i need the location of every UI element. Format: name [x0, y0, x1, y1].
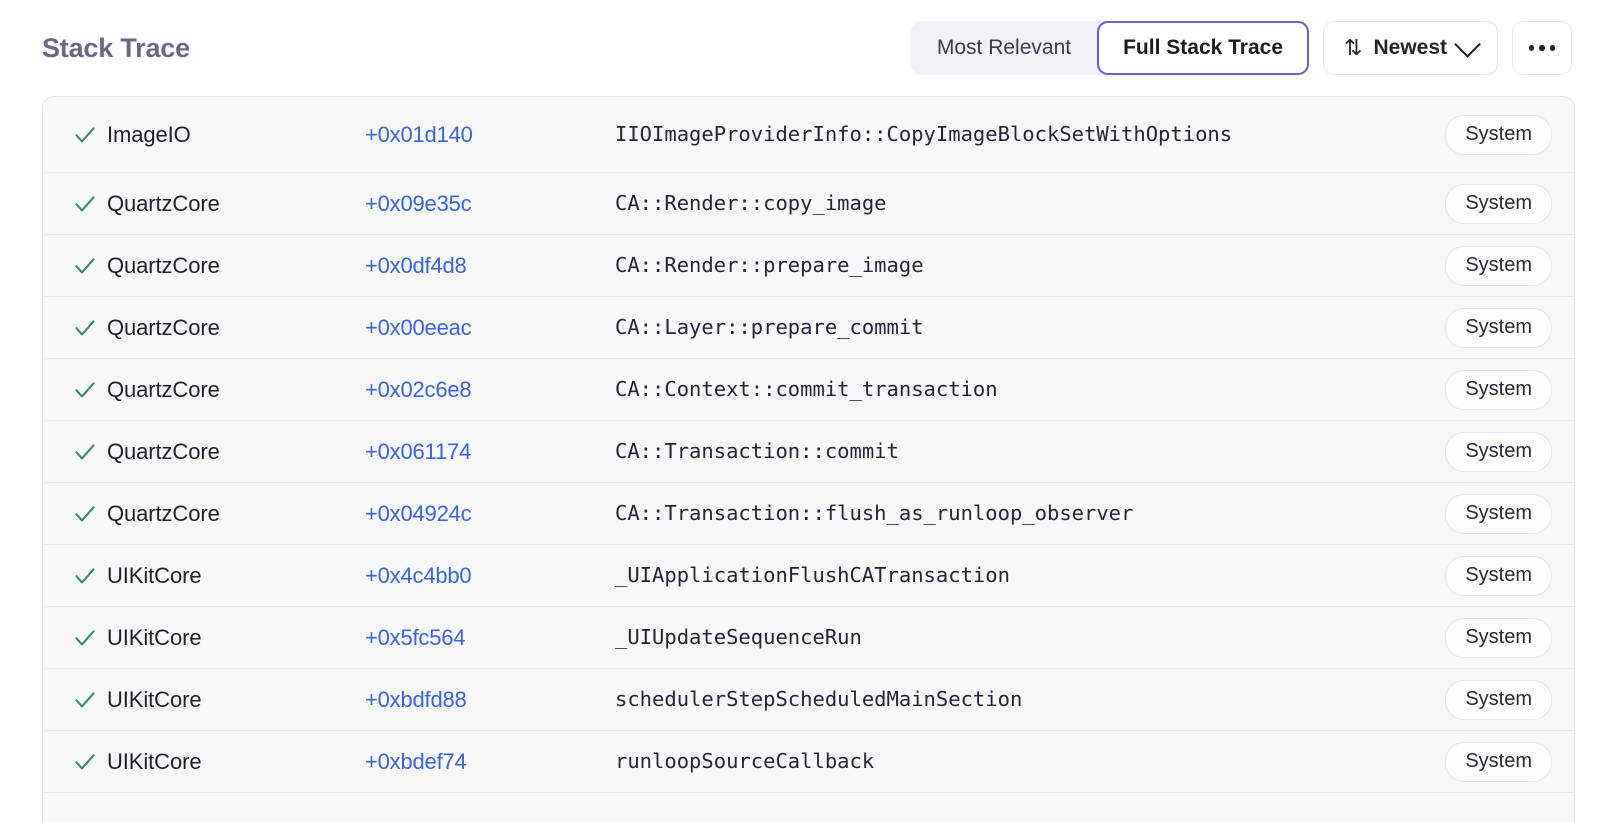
status-badge: System — [1445, 617, 1552, 658]
table-row[interactable]: QuartzCore +0x0df4d8 CA::Render::prepare_i… — [43, 235, 1574, 297]
page-title: Stack Trace — [42, 32, 190, 63]
frame-binary-name: UIKitCore — [107, 686, 202, 712]
frame-binary-name: UIKitCore — [107, 624, 202, 650]
frame-origin-cell: System — [1422, 741, 1552, 782]
frame-origin-cell: System — [1422, 679, 1552, 720]
frame-binary-name: QuartzCore — [107, 314, 220, 340]
frame-address-link[interactable]: +0x01d140 — [365, 121, 473, 147]
table-row[interactable]: UIKitCore +0xbdfd88 schedulerStepScheduled… — [43, 669, 1574, 731]
frame-address-link[interactable]: +0xbdef74 — [365, 748, 467, 774]
header-actions: Most Relevant Full Stack Trace ⇅ Newest — [910, 21, 1572, 75]
frame-binary-name: QuartzCore — [107, 500, 220, 526]
frame-origin-cell: System — [1422, 183, 1552, 224]
table-row[interactable]: UIKitCore +0x4c4bb0 _UIApplicationFlushCAT… — [43, 545, 1574, 607]
sort-button[interactable]: ⇅ Newest — [1323, 21, 1498, 75]
frame-binary-name: UIKitCore — [107, 748, 202, 774]
stack-trace-header: Stack Trace Most Relevant Full Stack Tra… — [0, 0, 1614, 96]
table-row[interactable]: QuartzCore +0x00eeac CA::Layer::prepare_co… — [43, 297, 1574, 359]
frame-address-link[interactable]: +0x0df4d8 — [365, 252, 467, 278]
more-options-button[interactable] — [1512, 21, 1572, 75]
frame-origin-cell: System — [1422, 307, 1552, 348]
frame-symbol-name: schedulerStepScheduledMainSection — [615, 686, 1023, 711]
status-badge: System — [1445, 431, 1552, 472]
frame-symbol-name: runloopSourceCallback — [615, 748, 875, 773]
check-icon — [73, 688, 107, 712]
table-row[interactable]: QuartzCore +0x061174 CA::Transaction::comm… — [43, 421, 1574, 483]
frame-symbol-name: _UIUpdateSequenceRun — [615, 624, 862, 649]
status-badge: System — [1445, 245, 1552, 286]
table-row[interactable]: UIKitCore +0xbdef74 runloopSourceCallback S… — [43, 731, 1574, 793]
status-badge: System — [1445, 183, 1552, 224]
check-icon — [73, 316, 107, 340]
frame-address-link[interactable]: +0x5fc564 — [365, 624, 466, 650]
frame-binary-name: ImageIO — [107, 121, 191, 147]
frame-symbol-name: CA::Transaction::commit — [615, 438, 899, 463]
check-icon — [73, 254, 107, 278]
status-badge: System — [1445, 741, 1552, 782]
check-icon — [73, 750, 107, 774]
frame-address-link[interactable]: +0x09e35c — [365, 190, 472, 216]
sort-arrows-icon: ⇅ — [1344, 35, 1363, 60]
frame-address-link[interactable]: +0x061174 — [365, 438, 472, 464]
frame-symbol-name: CA::Layer::prepare_commit — [615, 314, 924, 339]
frame-binary-name: UIKitCore — [107, 562, 202, 588]
status-badge: System — [1445, 114, 1552, 155]
frame-binary-name: QuartzCore — [107, 190, 220, 216]
table-row[interactable]: ImageIO +0x01d140 IIOImageProviderInfo::Co… — [43, 97, 1574, 173]
table-row[interactable]: QuartzCore +0x02c6e8 CA::Context::commit_t… — [43, 359, 1574, 421]
status-badge: System — [1445, 679, 1552, 720]
frame-symbol-name: CA::Render::copy_image — [615, 190, 887, 215]
tab-full-stack-trace[interactable]: Full Stack Trace — [1097, 21, 1310, 75]
frame-origin-cell: System — [1422, 369, 1552, 410]
frame-binary-name: QuartzCore — [107, 438, 220, 464]
table-row[interactable]: QuartzCore +0x09e35c CA::Render::copy_imag… — [43, 173, 1574, 235]
frame-origin-cell: System — [1422, 114, 1552, 155]
frame-binary-name: QuartzCore — [107, 376, 220, 402]
check-icon — [73, 626, 107, 650]
frame-origin-cell: System — [1422, 617, 1552, 658]
frame-symbol-name: IIOImageProviderInfo::CopyImageBlockSetW… — [615, 121, 1233, 146]
frame-binary-name: QuartzCore — [107, 252, 220, 278]
status-badge: System — [1445, 369, 1552, 410]
frame-address-link[interactable]: +0xbdfd88 — [365, 686, 467, 712]
check-icon — [73, 123, 107, 147]
ellipsis-icon — [1528, 45, 1556, 51]
frame-origin-cell: System — [1422, 555, 1552, 596]
table-row[interactable]: UIKitCore +0x5fc564 _UIUpdateSequenceRun Sy… — [43, 607, 1574, 669]
check-icon — [73, 440, 107, 464]
frame-symbol-name: _UIApplicationFlushCATransaction — [615, 562, 1010, 587]
stack-trace-list[interactable]: ImageIO +0x01d140 IIOImageProviderInfo::Co… — [42, 96, 1575, 822]
stack-trace-mode-segmented-control[interactable]: Most Relevant Full Stack Trace — [910, 21, 1310, 75]
frame-symbol-name: CA::Render::prepare_image — [615, 252, 924, 277]
frame-origin-cell: System — [1422, 431, 1552, 472]
frame-symbol-name: CA::Transaction::flush_as_runloop_observ… — [615, 500, 1134, 525]
table-row[interactable]: QuartzCore +0x04924c CA::Transaction::flus… — [43, 483, 1574, 545]
frame-symbol-name: CA::Context::commit_transaction — [615, 376, 998, 401]
status-badge: System — [1445, 555, 1552, 596]
status-badge: System — [1445, 493, 1552, 534]
check-icon — [73, 502, 107, 526]
frame-origin-cell: System — [1422, 245, 1552, 286]
tab-most-relevant[interactable]: Most Relevant — [936, 36, 1072, 59]
status-badge: System — [1445, 307, 1552, 348]
frame-address-link[interactable]: +0x4c4bb0 — [365, 562, 472, 588]
check-icon — [73, 564, 107, 588]
check-icon — [73, 378, 107, 402]
sort-button-label: Newest — [1373, 36, 1447, 59]
frame-address-link[interactable]: +0x04924c — [365, 500, 472, 526]
check-icon — [73, 192, 107, 216]
frame-origin-cell: System — [1422, 493, 1552, 534]
frame-address-link[interactable]: +0x00eeac — [365, 314, 472, 340]
chevron-down-icon — [1454, 30, 1481, 58]
frame-address-link[interactable]: +0x02c6e8 — [365, 376, 472, 402]
